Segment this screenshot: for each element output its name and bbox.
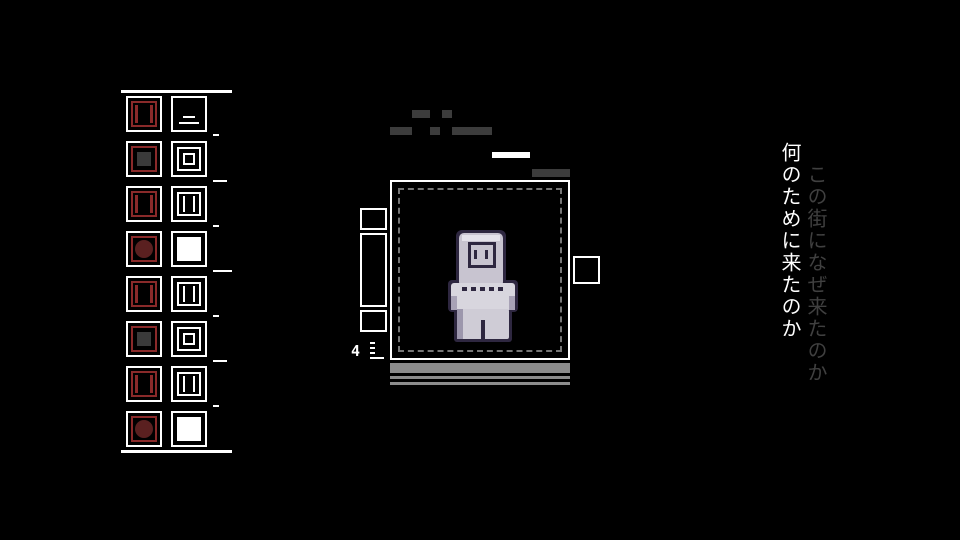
slot-inner xyxy=(177,192,201,216)
slot-inner xyxy=(177,147,201,171)
slot-core xyxy=(137,152,151,166)
counter-tick xyxy=(370,357,384,359)
glyph-block xyxy=(430,127,440,135)
inventory-slot-white-window[interactable] xyxy=(171,96,207,132)
slot-ring xyxy=(131,146,157,172)
slot-vbar xyxy=(193,196,195,212)
inventory-slot-white-bars[interactable] xyxy=(171,186,207,222)
side-box-top[interactable] xyxy=(360,208,387,230)
glyph-block xyxy=(390,127,412,135)
cursor-bar xyxy=(492,152,530,158)
counter-tick xyxy=(370,342,375,344)
slot-bar xyxy=(150,105,153,123)
glyph-block xyxy=(532,169,570,177)
slot-inner xyxy=(177,372,201,396)
inventory-slot-white-bars[interactable] xyxy=(171,366,207,402)
inventory-tick xyxy=(213,360,227,362)
slot-dash xyxy=(179,122,199,124)
slot-ring xyxy=(131,326,157,352)
slot-fill xyxy=(177,237,201,261)
inventory-tick xyxy=(213,134,219,136)
counter-tick xyxy=(370,352,375,354)
slot-bar xyxy=(135,285,138,303)
slot-vbar xyxy=(183,196,185,212)
inventory-slot-white-filled[interactable] xyxy=(171,231,207,267)
inventory-slot-red-disc[interactable] xyxy=(126,411,162,447)
glyph-block xyxy=(442,110,452,118)
inventory-tick xyxy=(213,315,219,317)
slot-disc xyxy=(135,240,153,258)
dialogue-text-primary: 何のために来たのか xyxy=(778,142,802,340)
inventory-slot-white-nested[interactable] xyxy=(171,321,207,357)
inventory-slot-red-square[interactable] xyxy=(126,141,162,177)
slot-vbar xyxy=(193,286,195,302)
inventory-slot-white-nested[interactable] xyxy=(171,141,207,177)
slot-vbar xyxy=(183,376,185,392)
slot-ring xyxy=(131,416,157,442)
slot-bar xyxy=(135,195,138,213)
slot-ring xyxy=(131,371,157,397)
inventory-tick xyxy=(213,270,232,272)
slot-vbar xyxy=(193,376,195,392)
character-frame-dashed xyxy=(398,188,562,352)
slot-inner xyxy=(177,327,201,351)
inventory-tick xyxy=(213,225,219,227)
slot-ring xyxy=(131,281,157,307)
inventory-bottom-rule xyxy=(121,450,232,453)
slot-ring xyxy=(131,191,157,217)
slot-inner xyxy=(177,282,201,306)
dialogue-text-secondary: この街になぜ来たのか xyxy=(804,164,828,384)
astronaut-icon xyxy=(448,230,518,342)
inventory-slot-red-square[interactable] xyxy=(126,321,162,357)
slot-dash xyxy=(183,116,195,118)
inventory-slot-white-filled[interactable] xyxy=(171,411,207,447)
side-box-bottom[interactable] xyxy=(360,310,387,332)
counter-label: 4 xyxy=(351,342,361,360)
slot-vbar xyxy=(183,286,185,302)
slot-fill xyxy=(177,417,201,441)
inventory-top-rule xyxy=(121,90,232,93)
status-stripe xyxy=(390,376,570,379)
slot-inner xyxy=(183,333,195,345)
inventory-slot-red-bars[interactable] xyxy=(126,276,162,312)
inventory-slot-white-bars[interactable] xyxy=(171,276,207,312)
inventory-tick xyxy=(213,405,219,407)
side-box-tall[interactable] xyxy=(360,233,387,307)
character-frame[interactable] xyxy=(390,180,570,360)
glyph-block xyxy=(452,127,492,135)
side-box-right[interactable] xyxy=(573,256,600,284)
glyph-block xyxy=(412,110,430,118)
slot-bar xyxy=(135,105,138,123)
slot-bar xyxy=(135,375,138,393)
slot-bar xyxy=(150,285,153,303)
status-stripe xyxy=(390,363,570,373)
slot-disc xyxy=(135,420,153,438)
slot-ring xyxy=(131,101,157,127)
slot-inner xyxy=(183,153,195,165)
counter-tick xyxy=(370,347,375,349)
inventory-slot-red-bars[interactable] xyxy=(126,96,162,132)
slot-ring xyxy=(131,236,157,262)
inventory-tick xyxy=(213,180,227,182)
slot-bar xyxy=(150,195,153,213)
inventory-slot-red-bars[interactable] xyxy=(126,366,162,402)
slot-bar xyxy=(150,375,153,393)
slot-core xyxy=(137,332,151,346)
inventory-slot-red-disc[interactable] xyxy=(126,231,162,267)
inventory-slot-red-bars[interactable] xyxy=(126,186,162,222)
status-stripe xyxy=(390,382,570,385)
